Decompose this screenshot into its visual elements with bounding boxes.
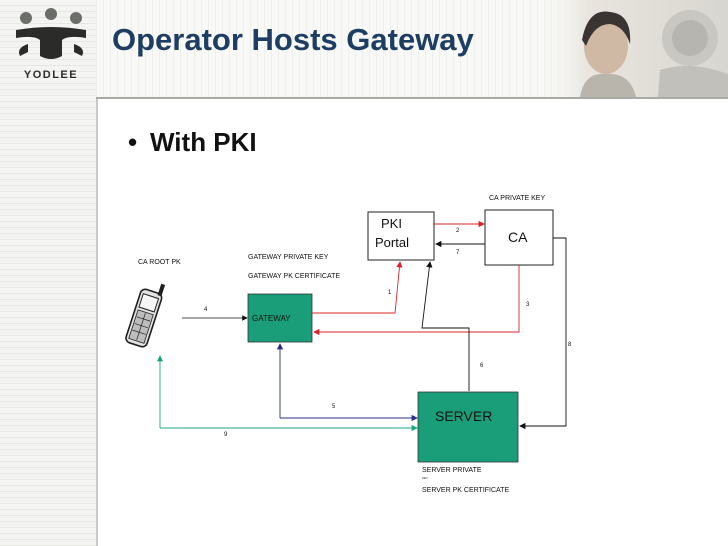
header-divider — [96, 97, 728, 99]
bullet-item: • With PKI — [128, 127, 257, 158]
ca-label: CA — [508, 229, 528, 245]
step-6-label: 6 — [480, 363, 484, 369]
logo-text: YODLEE — [24, 69, 78, 81]
step-1-label: 1 — [388, 290, 392, 296]
ca-root-pk-label: CA ROOT PK — [138, 259, 181, 266]
pki-portal-box: PKI Portal — [367, 211, 435, 261]
server-pk-certificate-label: SERVER PK CERTIFICATE — [422, 487, 509, 494]
gateway-box: GATEWAY — [247, 293, 313, 343]
step-2-label: 2 — [456, 228, 460, 234]
step-4-label: 4 — [204, 307, 208, 313]
gateway-private-key-label: GATEWAY PRIVATE KEY — [248, 254, 329, 261]
server-private-sub-label: KEY — [422, 476, 428, 480]
step-3-label: 3 — [526, 302, 530, 308]
header-photo-image — [540, 0, 728, 97]
step-8-label: 8 — [568, 342, 572, 348]
bullet-dot: • — [128, 127, 138, 157]
ca-private-key-label: CA PRIVATE KEY — [489, 195, 545, 202]
server-private-label: SERVER PRIVATE — [422, 467, 482, 474]
bullet-text: With PKI — [150, 127, 257, 157]
mobile-phone-icon — [125, 283, 166, 348]
pki-diagram: CA PRIVATE KEY CA ROOT PK GATEWAY PRIVAT… — [125, 195, 572, 494]
ca-box: CA — [484, 209, 554, 266]
arrow-3 — [313, 265, 520, 336]
arrow-8 — [519, 237, 567, 430]
arrow-1 — [312, 261, 403, 314]
gateway-pk-certificate-label: GATEWAY PK CERTIFICATE — [248, 273, 340, 280]
step-7-label: 7 — [456, 250, 460, 256]
logo-mark-icon — [16, 8, 86, 59]
gateway-label: GATEWAY — [252, 314, 291, 323]
server-label: SERVER — [435, 408, 492, 424]
server-box: SERVER — [417, 391, 519, 463]
step-5-label: 5 — [332, 404, 336, 410]
slide-title: Operator Hosts Gateway — [112, 22, 474, 57]
step-9-label: 9 — [224, 432, 228, 438]
left-sidebar-band — [0, 0, 98, 546]
arrow-6 — [421, 261, 470, 391]
pki-portal-label-line2: Portal — [375, 235, 409, 250]
yodlee-logo: YODLEE — [16, 8, 86, 81]
pki-portal-label-line1: PKI — [381, 216, 402, 231]
